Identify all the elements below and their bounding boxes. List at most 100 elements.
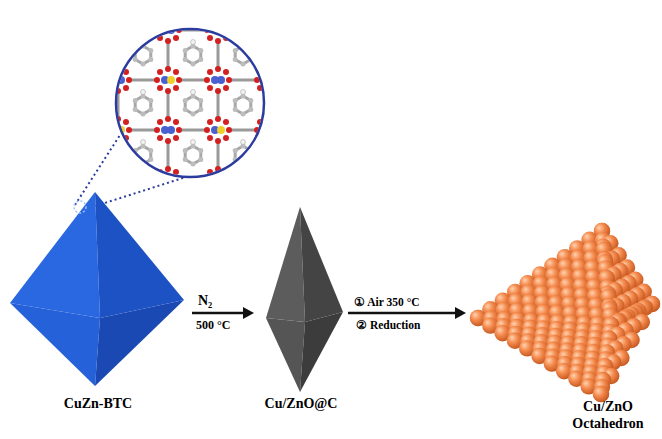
oxygen-atom [115, 38, 121, 44]
carbon-atom [183, 157, 188, 162]
linker [228, 79, 258, 82]
magnifier-circle [116, 29, 264, 177]
oxygen-atom [165, 116, 171, 122]
oxygen-atom [104, 27, 110, 33]
oxygen-atom [123, 19, 129, 25]
linker [217, 140, 220, 170]
benzene-ring [185, 96, 201, 114]
oxygen-atom [165, 188, 171, 194]
oxygen-atom [107, 19, 113, 25]
benzene-ring [135, 46, 151, 64]
oxygen-atom [223, 185, 229, 191]
material-label: Cu/ZnO Octahedron [556, 398, 660, 432]
copper-atom [261, 126, 269, 134]
oxygen-atom [215, 138, 221, 144]
oxygen-atom [215, 116, 221, 122]
process-arrow [192, 307, 254, 319]
linker [228, 29, 258, 32]
octahedron-face [95, 300, 184, 386]
oxygen-atom [223, 135, 229, 141]
linker [267, 40, 270, 70]
oxygen-atom [104, 177, 110, 183]
oxygen-atom [104, 77, 110, 83]
linker [217, 40, 220, 70]
linker [178, 129, 208, 132]
oxygen-atom [115, 166, 121, 172]
copper-atom [211, 176, 219, 184]
oxygen-atom [123, 35, 129, 41]
carbon-atom [198, 157, 203, 162]
oxygen-atom [207, 119, 213, 125]
carbon-atom [191, 162, 196, 167]
oxygen-atom [276, 177, 282, 183]
oxygen-atom [107, 85, 113, 91]
oxygen-atom [176, 127, 182, 133]
linker [117, 140, 120, 170]
carbon-atom [183, 107, 188, 112]
octahedron-face [10, 192, 100, 318]
material-node: Cu/ZnO Octahedron [468, 222, 660, 432]
oxygen-atom [173, 119, 179, 125]
carbon-atom [148, 157, 153, 162]
octahedron-face [266, 207, 305, 322]
linker [267, 140, 270, 170]
carbon-atom [148, 57, 153, 62]
copper-atom [111, 176, 119, 184]
oxygen-atom [223, 85, 229, 91]
oxygen-atom [223, 69, 229, 75]
carbon-atom [191, 62, 196, 67]
oxygen-atom [265, 66, 271, 72]
oxygen-atom [154, 127, 160, 133]
zinc-atom [217, 26, 225, 34]
oxygen-atom [157, 85, 163, 91]
oxygen-atom [204, 127, 210, 133]
carbon-atom [241, 44, 246, 49]
oxygen-atom [273, 185, 279, 191]
benzene-ring [185, 146, 201, 164]
oxygen-atom [257, 135, 263, 141]
oxygen-atom [123, 169, 129, 175]
copper-atom [267, 126, 275, 134]
hydrogen-atom [191, 90, 196, 95]
benzene-ring [185, 46, 201, 64]
zinc-atom [217, 126, 225, 134]
oxygen-atom [257, 19, 263, 25]
oxygen-atom [165, 138, 171, 144]
oxygen-atom [276, 77, 282, 83]
carbon-atom [133, 57, 138, 62]
linker [117, 40, 120, 70]
linker [128, 129, 158, 132]
carbon-atom [198, 107, 203, 112]
arrow-shaft [348, 312, 457, 315]
carbon-atom [148, 107, 153, 112]
copper-atom [217, 76, 225, 84]
hydrogen-atom [191, 40, 196, 45]
oxygen-atom [207, 135, 213, 141]
linker [228, 129, 258, 132]
carbon-atom [183, 57, 188, 62]
copper-atom [167, 126, 175, 134]
oxygen-atom [215, 188, 221, 194]
material-label: CuZn-BTC [6, 395, 190, 412]
linker [167, 90, 170, 120]
hydrogen-atom [191, 140, 196, 145]
oxygen-atom [207, 69, 213, 75]
linker [178, 79, 208, 82]
carbon-atom [148, 98, 153, 103]
zinc-atom [267, 76, 275, 84]
oxygen-atom [207, 185, 213, 191]
oxygen-atom [173, 85, 179, 91]
carbon-atom [248, 98, 253, 103]
carbon-atom [233, 148, 238, 153]
benzene-ring [135, 96, 151, 114]
oxygen-atom [223, 19, 229, 25]
carbon-atom [198, 98, 203, 103]
oxygen-atom [115, 188, 121, 194]
carbon-atom [233, 48, 238, 53]
leader-line [75, 135, 120, 205]
carbon-atom [198, 148, 203, 153]
oxygen-atom [215, 66, 221, 72]
copper-atom [261, 176, 269, 184]
oxygen-atom [157, 69, 163, 75]
oxygen-atom [276, 127, 282, 133]
